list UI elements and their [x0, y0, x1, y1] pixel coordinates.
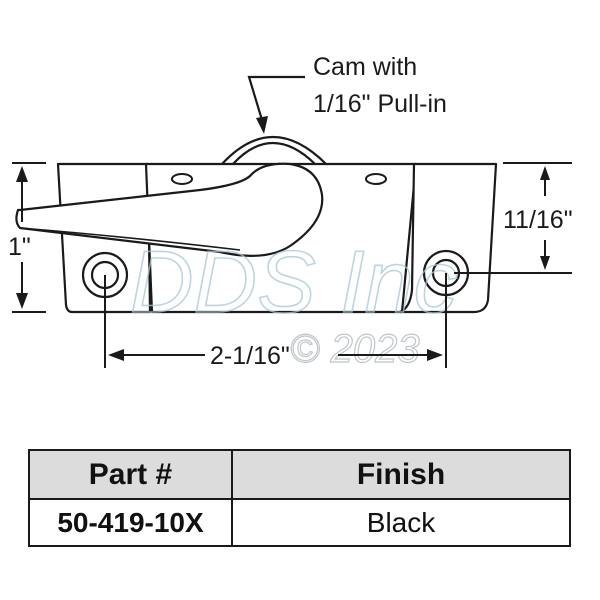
lever-edge [19, 227, 241, 251]
table-header-row: Part # Finish [28, 449, 571, 500]
arrow-left-icon [108, 349, 124, 361]
sash-lock-diagram: Cam with 1/16" Pull-in DDS Inc © 2023 1" [8, 53, 573, 372]
dimension-height [12, 162, 46, 313]
dimension-hole-to-top-label: 11/16" [503, 206, 573, 234]
callout-leader [247, 75, 305, 121]
spec-table: Part # Finish 50-419-10X Black [28, 449, 571, 547]
cam [221, 135, 327, 165]
header-finish: Finish [231, 449, 571, 500]
dimension-height-label: 1" [8, 233, 31, 261]
arrow-down-icon [16, 293, 28, 309]
watermark-copyright: © 2023 [290, 327, 420, 371]
watermark-text: DDS Inc [130, 232, 458, 331]
cell-part-number: 50-419-10X [28, 498, 233, 547]
arrow-up-icon [540, 166, 550, 180]
callout-arrowhead-icon [256, 116, 268, 134]
arrow-up-icon [16, 166, 28, 182]
callout-line2: 1/16" Pull-in [313, 90, 447, 118]
header-part-number: Part # [28, 449, 233, 500]
lever-handle [15, 162, 324, 257]
table-row: 50-419-10X Black [28, 498, 571, 547]
screw-slots [171, 173, 387, 185]
dimension-hole-spacing [104, 273, 447, 368]
dimension-hole-to-top [454, 162, 572, 274]
callout-line1: Cam with [313, 53, 417, 81]
arrow-down-icon [540, 256, 550, 270]
dimension-hole-spacing-label: 2-1/16" [210, 342, 290, 370]
arrow-right-icon [427, 349, 443, 361]
cell-finish: Black [231, 498, 571, 547]
